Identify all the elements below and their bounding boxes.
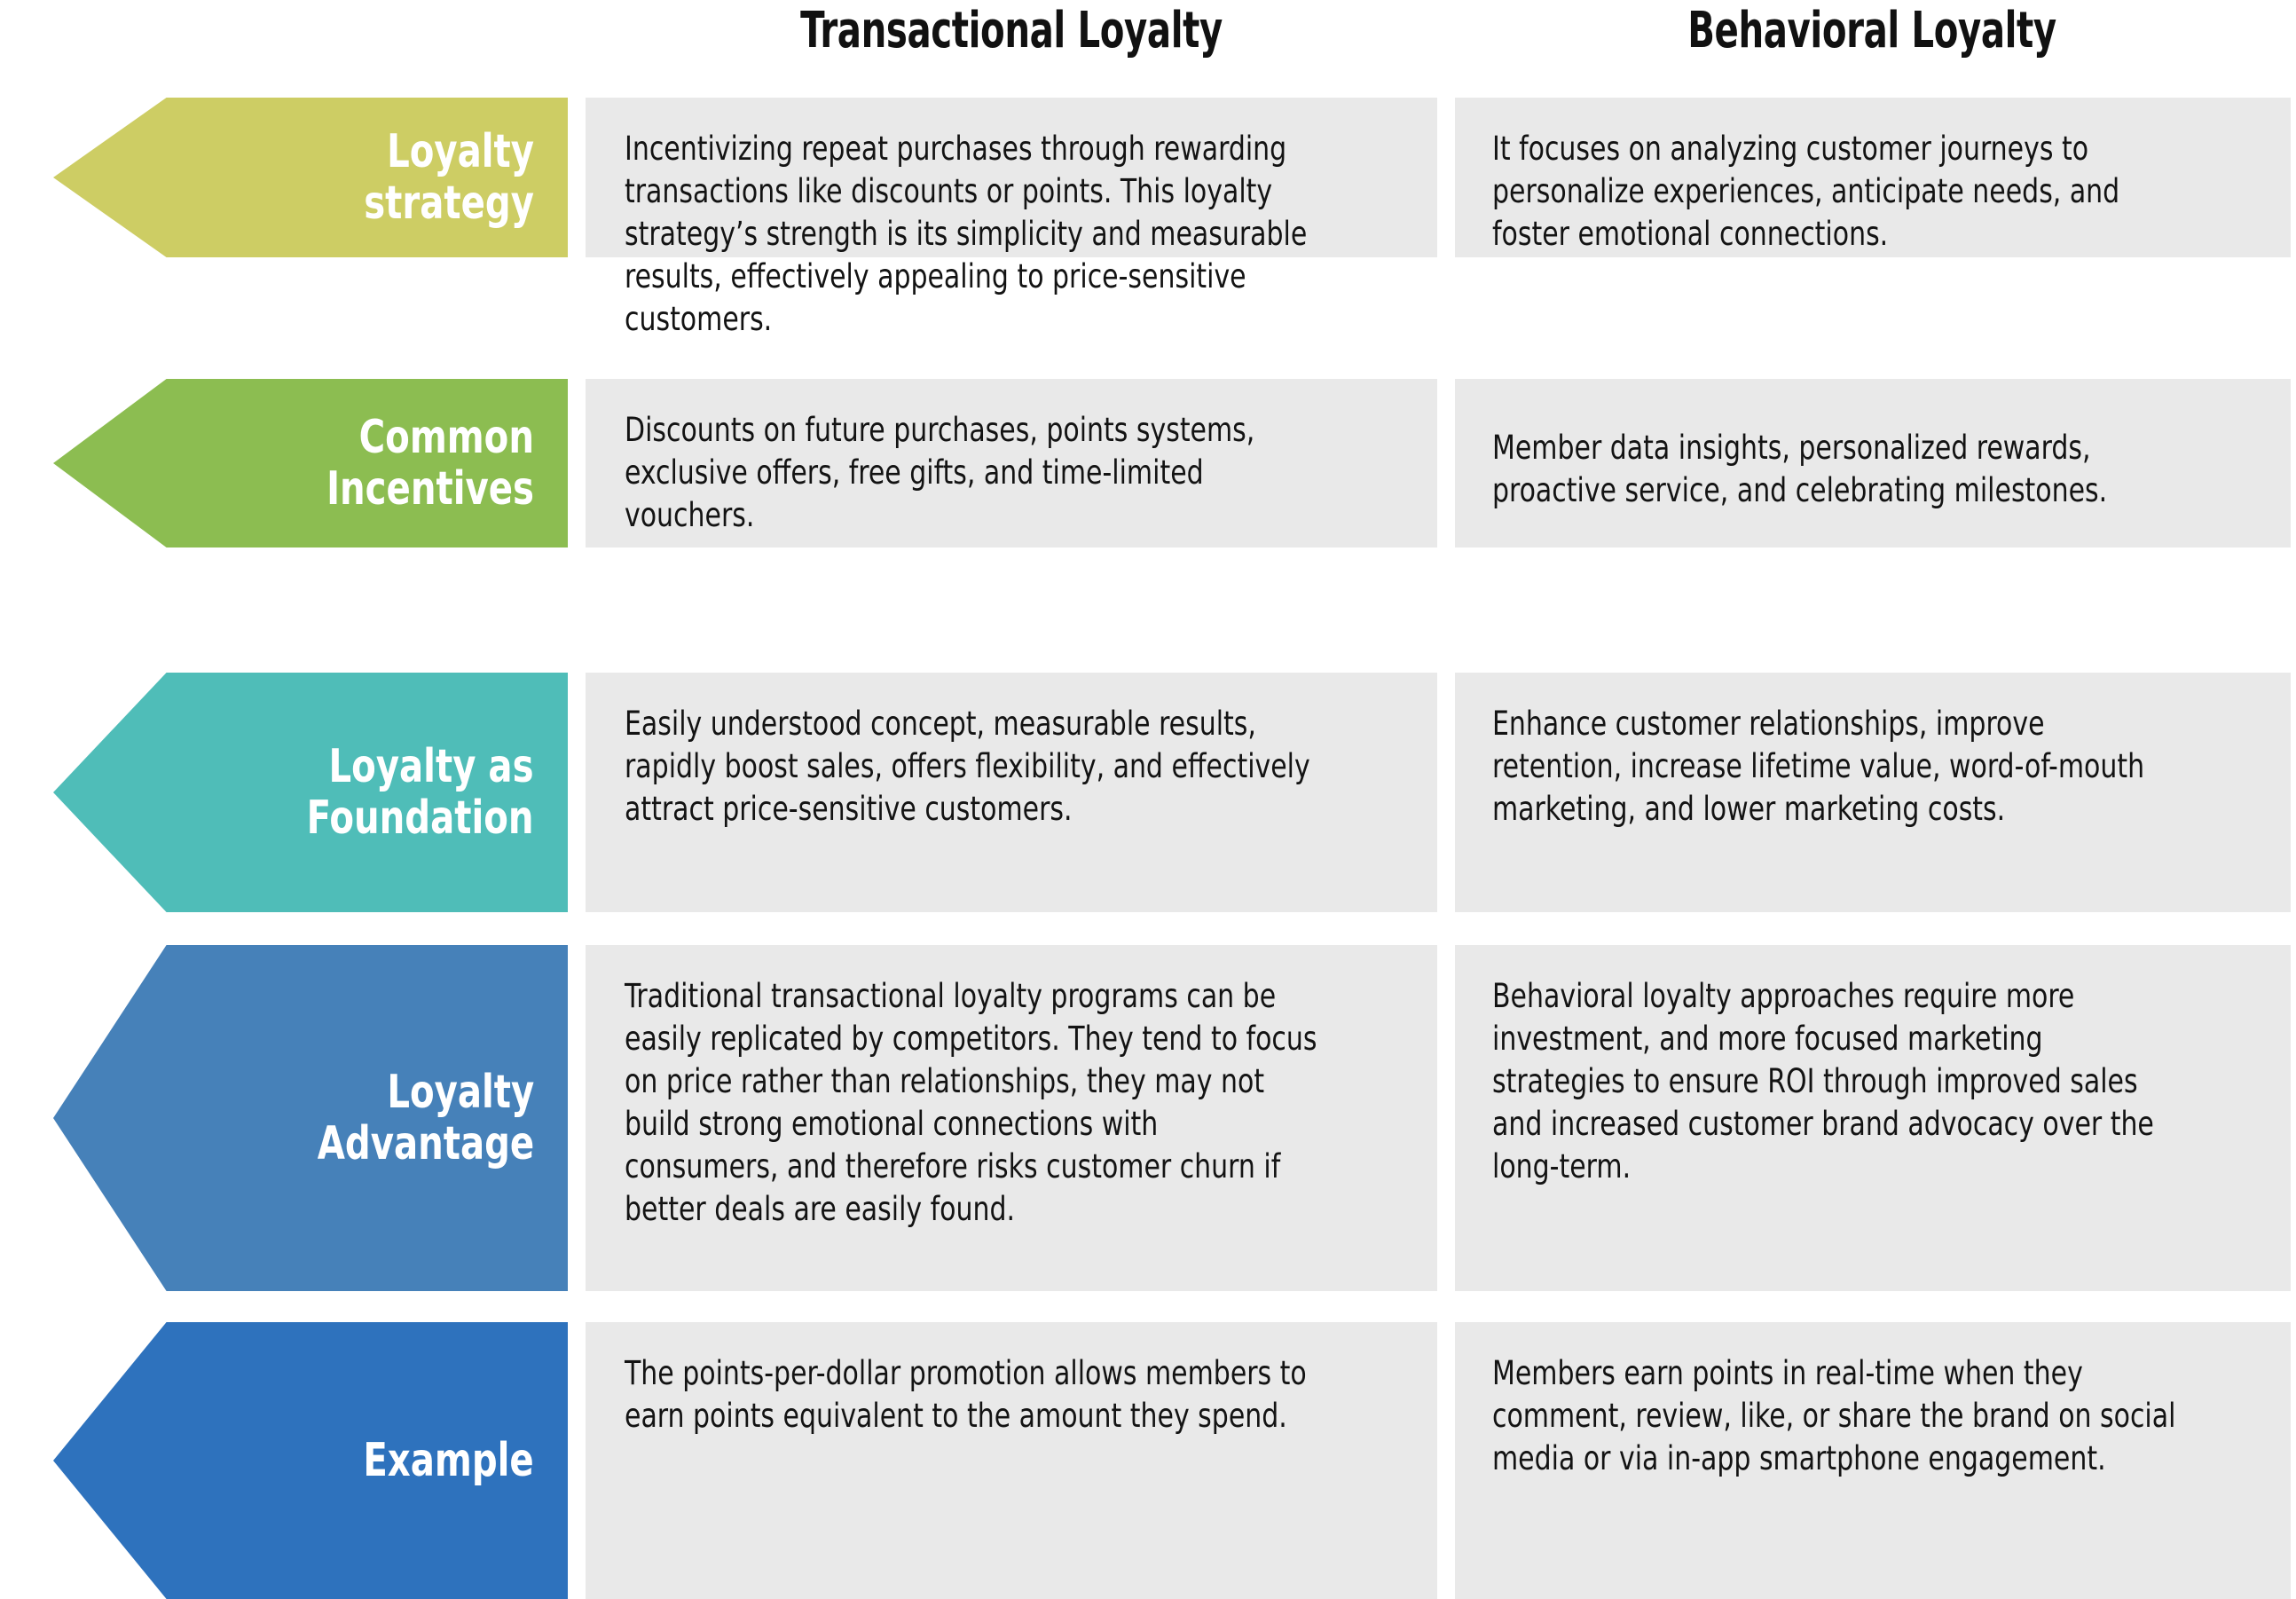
row-label-arrow-example[interactable]: Example: [53, 1322, 568, 1599]
cell-text: Enhance customer relationships, improve …: [1492, 705, 2145, 829]
row-label-arrow-common-incentives[interactable]: Common Incentives: [53, 379, 568, 547]
comparison-row-example: Example The points-per-dollar promotion …: [0, 1322, 2296, 1599]
cell-text: Discounts on future purchases, points sy…: [625, 411, 1255, 535]
column-header-behavioral: Behavioral Loyalty: [1687, 2, 2056, 59]
row-label-arrow-loyalty-as-foundation[interactable]: Loyalty as Foundation: [53, 673, 568, 912]
cell-text: Member data insights, personalized rewar…: [1492, 428, 2108, 509]
column-header-transactional: Transactional Loyalty: [800, 2, 1223, 59]
row-label-text: Loyalty Advantage: [317, 1065, 534, 1170]
comparison-row-loyalty-as-foundation: Loyalty as Foundation Easily understood …: [0, 673, 2296, 912]
cell-behavioral-loyalty-advantage: Behavioral loyalty approaches require mo…: [1455, 945, 2291, 1291]
cell-text: Traditional transactional loyalty progra…: [625, 977, 1317, 1229]
cell-behavioral-example: Members earn points in real-time when th…: [1455, 1322, 2291, 1599]
cell-text: Easily understood concept, measurable re…: [625, 705, 1310, 829]
cell-transactional-loyalty-strategy: Incentivizing repeat purchases through r…: [586, 98, 1437, 338]
cell-behavioral-loyalty-strategy: It focuses on analyzing customer journey…: [1455, 98, 2291, 257]
cell-text: It focuses on analyzing customer journey…: [1492, 130, 2120, 254]
cell-transactional-loyalty-advantage: Traditional transactional loyalty progra…: [586, 945, 1437, 1291]
row-label-arrow-loyalty-advantage[interactable]: Loyalty Advantage: [53, 945, 568, 1291]
cell-behavioral-loyalty-as-foundation: Enhance customer relationships, improve …: [1455, 673, 2291, 912]
comparison-row-common-incentives: Common Incentives Discounts on future pu…: [0, 379, 2296, 547]
cell-text: The points-per-dollar promotion allows m…: [625, 1354, 1307, 1436]
comparison-row-loyalty-advantage: Loyalty Advantage Traditional transactio…: [0, 945, 2296, 1291]
cell-text: Members earn points in real-time when th…: [1492, 1354, 2176, 1478]
row-label-arrow-loyalty-strategy[interactable]: Loyalty strategy: [53, 98, 568, 257]
cell-behavioral-common-incentives: Member data insights, personalized rewar…: [1455, 379, 2291, 547]
comparison-row-loyalty-strategy: Loyalty strategy Incentivizing repeat pu…: [0, 98, 2296, 338]
row-label-text: Common Incentives: [326, 410, 534, 516]
cell-transactional-example: The points-per-dollar promotion allows m…: [586, 1322, 1437, 1599]
row-label-text: Loyalty as Foundation: [307, 739, 534, 845]
row-label-text: Loyalty strategy: [364, 124, 534, 230]
cell-transactional-loyalty-as-foundation: Easily understood concept, measurable re…: [586, 673, 1437, 912]
cell-text: Behavioral loyalty approaches require mo…: [1492, 977, 2154, 1186]
cell-transactional-common-incentives: Discounts on future purchases, points sy…: [586, 379, 1437, 547]
row-label-text: Example: [363, 1433, 534, 1487]
cell-text: Incentivizing repeat purchases through r…: [625, 130, 1308, 339]
